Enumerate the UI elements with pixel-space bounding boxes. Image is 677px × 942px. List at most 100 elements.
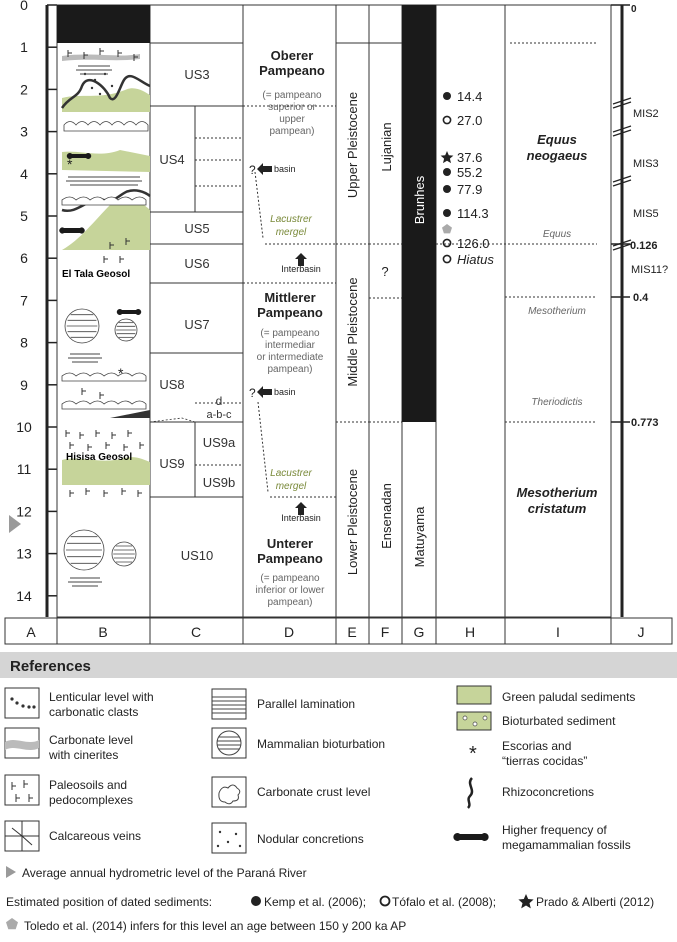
unit-us8-d: d	[216, 394, 223, 408]
legend-toledo: Toledo et al. (2014) infers for this lev…	[24, 919, 406, 933]
mittlerer-note-3: or intermediate	[257, 352, 324, 363]
paleosol-mark	[140, 442, 144, 449]
date-55-2: 55.2	[457, 165, 482, 180]
paleosol-mark	[122, 488, 126, 495]
paleosol-mark	[86, 488, 90, 495]
depth-tick-label: 1	[20, 39, 28, 55]
lacustrer-mergel-lower-1: Lacustrer	[270, 468, 312, 479]
column-letter-f: F	[381, 624, 390, 640]
paleosol-mark	[80, 432, 84, 439]
column-letter-j: J	[638, 624, 645, 640]
paleosol-mark	[82, 388, 86, 395]
date-114-3: 114.3	[457, 206, 489, 221]
oberer-note-2: superior or	[268, 102, 316, 113]
unterer-title-1: Unterer	[267, 536, 313, 551]
bioturbation-circle	[65, 309, 99, 343]
legend-nodular: Nodular concretions	[257, 832, 364, 846]
dates-column: 14.4 27.0 37.6 55.2 77.9 114.3 126.0 Hia…	[441, 89, 495, 267]
depth-tick-label: 5	[20, 208, 28, 224]
legend-green: Green paludal sediments	[502, 690, 635, 704]
legend-kemp: Kemp et al. (2006);	[264, 895, 366, 909]
oberer-note-4: pampean)	[269, 126, 314, 137]
mesotherium-cristatum-1: Mesotherium	[517, 485, 598, 500]
legend-rhizo: Rhizoconcretions	[502, 785, 594, 799]
mittlerer-title-1: Mittlerer	[264, 290, 315, 305]
paleosol-mark	[120, 256, 124, 263]
paleosol-mark	[70, 490, 74, 497]
ensenadan-label: Ensenadan	[379, 483, 394, 549]
escorias-symbol: *	[469, 743, 477, 765]
date-77-9: 77.9	[457, 182, 482, 197]
paleosol-mark	[112, 432, 116, 439]
oberer-title-2: Pampeano	[259, 63, 325, 78]
depth-tick-label: 7	[20, 292, 28, 308]
paleosol-mark	[106, 442, 110, 449]
legend-bioturbated: Bioturbated sediment	[502, 714, 616, 728]
legend-lenticular-2: carbonatic clasts	[49, 705, 138, 719]
bioturbation-circle	[112, 542, 136, 566]
depth-tick-label: 0	[20, 0, 28, 13]
mittlerer-title-2: Pampeano	[257, 305, 323, 320]
basin-q-lower: ?	[249, 386, 256, 400]
unterer-note-3: pampean)	[267, 597, 312, 608]
oberer-note-3: upper	[279, 114, 305, 125]
bioturbation-circle	[64, 530, 104, 570]
unit-us10: US10	[181, 548, 214, 563]
basin-label-upper: basin	[274, 164, 296, 174]
unterer-note-1: (= pampeano	[260, 573, 320, 584]
hisisa-geosol-label: Hisisa Geosol	[66, 452, 132, 463]
lower-pleistocene-label: Lower Pleistocene	[345, 469, 360, 575]
hiatus-label: Hiatus	[457, 252, 494, 267]
oberer-title-1: Oberer	[271, 48, 314, 63]
legend-carbonate-cinerites-1: Carbonate level	[49, 733, 133, 747]
lacustrer-mergel-upper-2: mergel	[276, 227, 307, 238]
paleosol-mark	[100, 392, 104, 399]
date-27-0: 27.0	[457, 113, 482, 128]
column-letter-c: C	[191, 624, 201, 640]
depth-tick-label: 2	[20, 81, 28, 97]
depth-tick-label: 13	[16, 546, 32, 562]
references-legend: References Lenticular level with carbona…	[0, 652, 677, 933]
legend-carbonate-cinerites-2: with cinerites	[48, 748, 118, 762]
unit-us5: US5	[184, 221, 209, 236]
paleosol-mark	[66, 430, 70, 437]
depth-tick-label: 11	[17, 461, 32, 477]
oberer-note-1: (= pampeano	[262, 90, 322, 101]
depth-tick-label: 4	[20, 166, 28, 182]
basin-label-lower: basin	[274, 387, 296, 397]
paleosol-mark	[124, 444, 128, 451]
lacustrer-mergel-upper-1: Lacustrer	[270, 214, 312, 225]
stage-unknown-label: ?	[381, 264, 388, 279]
mittlerer-note-2: intermediar	[265, 340, 316, 351]
middle-pleistocene-label: Middle Pleistocene	[345, 277, 360, 386]
depth-tick-label: 14	[16, 588, 32, 604]
legend-estimated: Estimated position of dated sediments:	[6, 895, 212, 909]
mis2-label: MIS2	[633, 108, 659, 120]
brunhes-label: Brunhes	[412, 175, 427, 224]
depth-tick-label: 9	[20, 377, 28, 393]
mesotherium-label: Mesotherium	[528, 306, 586, 317]
column-letters-row: ABCDEFGHIJ	[5, 618, 672, 644]
legend-megafossils-1: Higher frequency of	[502, 823, 607, 837]
mesotherium-cristatum-2: cristatum	[528, 501, 587, 516]
unit-us8-abc: a-b-c	[206, 409, 232, 421]
legend-parallel: Parallel lamination	[257, 697, 355, 711]
column-letter-d: D	[284, 624, 294, 640]
depth-tick-label: 8	[20, 335, 28, 351]
column-letter-b: B	[98, 624, 107, 640]
el-tala-geosol-label: El Tala Geosol	[62, 269, 130, 280]
age-0-4-label: 0.4	[633, 292, 649, 304]
column-letter-h: H	[465, 624, 475, 640]
depth-tick-label: 12	[16, 503, 32, 519]
legend-paleosoils-2: pedocomplexes	[49, 793, 133, 807]
age-0-126-label: 0.126	[630, 240, 658, 252]
unit-us7: US7	[184, 317, 209, 332]
bioturbation-circle	[115, 319, 137, 341]
svg-text:*: *	[118, 365, 124, 381]
column-letter-a: A	[26, 624, 36, 640]
paleosol-mark	[104, 490, 108, 497]
legend-calc-veins: Calcareous veins	[49, 829, 141, 843]
paleosol-mark	[88, 444, 92, 451]
